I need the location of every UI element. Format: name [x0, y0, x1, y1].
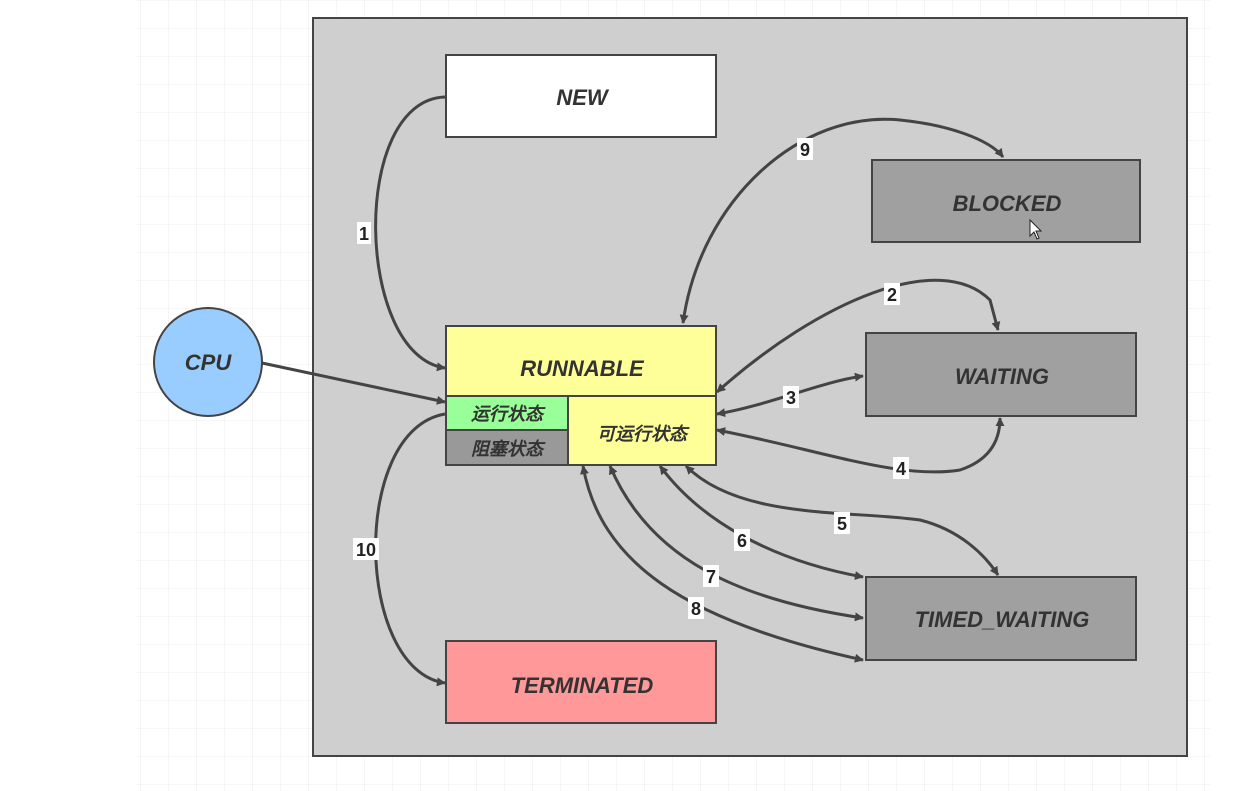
state-timed-waiting-label: TIMED_WAITING — [915, 607, 1090, 632]
state-terminated — [445, 640, 717, 724]
mouse-cursor-icon — [1029, 218, 1043, 240]
state-terminated-label: TERMINATED — [511, 673, 654, 698]
label-2: 2 — [887, 285, 897, 305]
state-blocked — [871, 159, 1141, 243]
label-8: 8 — [691, 599, 701, 619]
label-7: 7 — [706, 567, 716, 587]
state-new-label: NEW — [556, 85, 610, 110]
label-6: 6 — [737, 531, 747, 551]
cpu-label: CPU — [185, 350, 233, 375]
label-9: 9 — [800, 140, 810, 160]
substate-blocked — [445, 429, 569, 466]
substate-blocked-label: 阻塞状态 — [471, 439, 546, 460]
arrow-9 — [679, 117, 1005, 324]
state-blocked-label: BLOCKED — [953, 191, 1062, 216]
state-waiting — [865, 332, 1137, 417]
arrow-cpu — [261, 361, 446, 405]
label-4: 4 — [896, 459, 906, 479]
substate-ready-label: 可运行状态 — [597, 424, 690, 445]
cpu-node — [153, 307, 263, 417]
label-3: 3 — [786, 388, 796, 408]
label-1: 1 — [359, 224, 369, 244]
label-5: 5 — [837, 514, 847, 534]
arrow-8 — [580, 465, 864, 663]
state-waiting-label: WAITING — [955, 364, 1049, 389]
state-runnable-label: RUNNABLE — [520, 356, 645, 381]
label-10: 10 — [356, 540, 376, 560]
state-timed-waiting — [865, 576, 1137, 661]
substate-ready — [567, 395, 717, 466]
arrow-1 — [374, 95, 446, 372]
state-new — [445, 54, 717, 138]
arrow-2 — [716, 278, 1001, 394]
substate-running — [445, 395, 569, 431]
substate-running-label: 运行状态 — [471, 404, 546, 425]
